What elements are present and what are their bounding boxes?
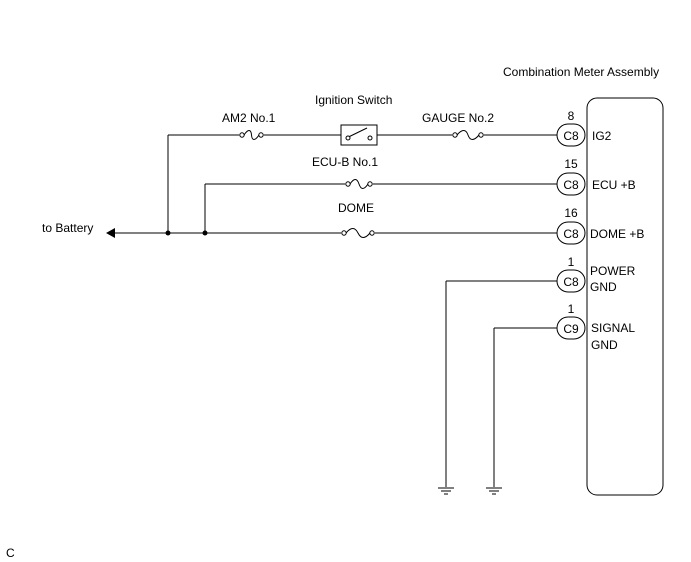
pin-signal-label: DOME +B xyxy=(590,227,644,241)
ecub-fuse-icon xyxy=(345,179,373,189)
connector-id: C8 xyxy=(563,178,579,192)
pin-signal-label: SIGNAL xyxy=(591,321,635,335)
corner-code: C xyxy=(6,546,15,560)
power-ground-icon xyxy=(438,487,454,495)
connector-pin-ecub: C8 xyxy=(556,172,586,196)
battery-label: to Battery xyxy=(42,221,93,235)
signal-ground-icon xyxy=(486,487,502,495)
pin-number: 1 xyxy=(568,302,575,316)
pin-signal-label: POWER xyxy=(590,264,636,278)
am2-fuse-icon xyxy=(239,130,264,140)
connector-id: C8 xyxy=(563,275,579,289)
connector-pin-signal-gnd: C9 xyxy=(556,316,586,340)
pin-signal-label-line2: GND xyxy=(590,280,617,294)
gauge-fuse-label: GAUGE No.2 xyxy=(422,111,494,125)
connector-pin-dome: C8 xyxy=(556,221,586,245)
meter-assembly-title: Combination Meter Assembly xyxy=(503,65,659,79)
connector-pin-power-gnd: C8 xyxy=(556,269,586,293)
connector-pin-ig2: C8 xyxy=(556,123,586,147)
ignition-switch-label: Ignition Switch xyxy=(315,93,392,107)
dome-fuse-label: DOME xyxy=(338,201,374,215)
gauge-fuse-icon xyxy=(452,130,484,140)
pin-signal-label-line2: GND xyxy=(591,338,618,352)
pin-number: 16 xyxy=(564,206,578,220)
combination-meter-box xyxy=(586,97,664,496)
connector-id: C8 xyxy=(563,227,579,241)
pin-signal-label: ECU +B xyxy=(592,178,636,192)
pin-number: 15 xyxy=(564,157,578,171)
ignition-switch-icon xyxy=(340,124,378,146)
connector-id: C8 xyxy=(563,129,579,143)
ecub-fuse-label: ECU-B No.1 xyxy=(312,155,378,169)
dome-fuse-icon xyxy=(341,228,375,238)
pin-number: 1 xyxy=(568,255,575,269)
battery-arrow-icon xyxy=(106,228,115,238)
am2-fuse-label: AM2 No.1 xyxy=(222,111,276,125)
pin-number: 8 xyxy=(568,109,575,123)
pin-signal-label: IG2 xyxy=(592,129,612,143)
connector-id: C9 xyxy=(563,322,579,336)
